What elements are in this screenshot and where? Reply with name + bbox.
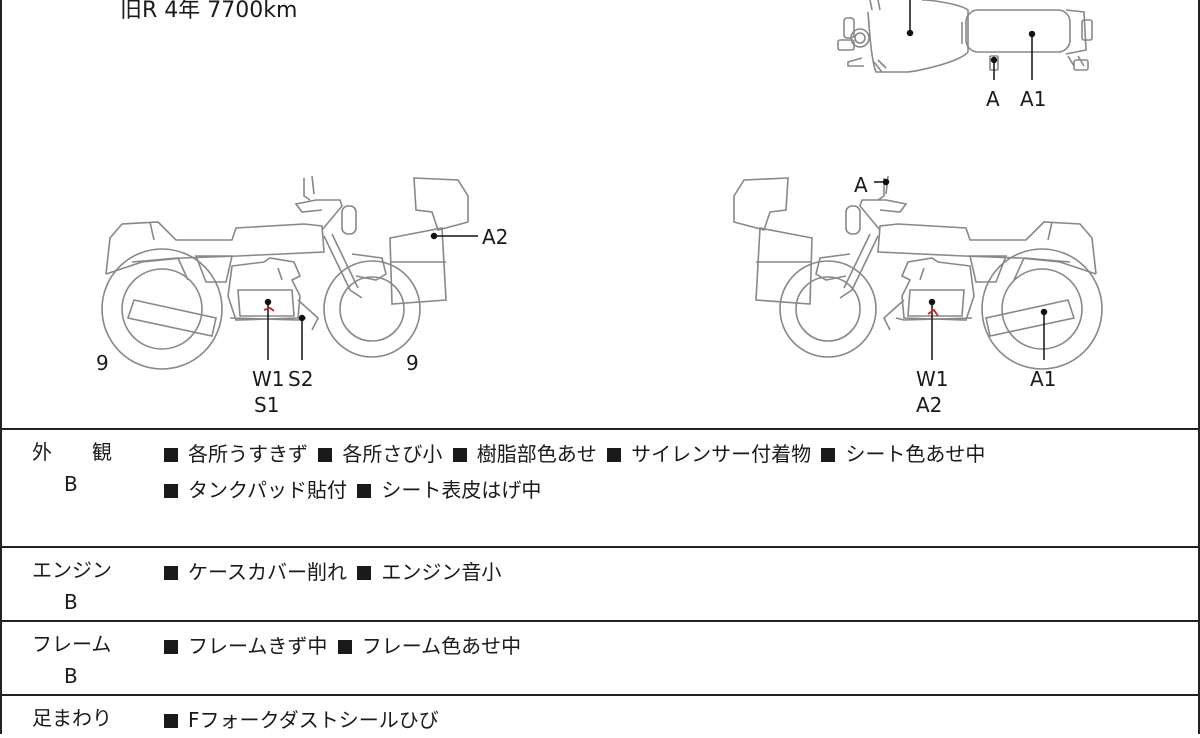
list-item: ケースカバー削れ — [160, 560, 353, 584]
list-item: フレームきず中 — [160, 634, 334, 658]
list-item: 各所さび小 — [314, 442, 448, 466]
section-category: フレーム — [32, 632, 112, 656]
right-side-diagram — [733, 175, 1103, 370]
list-item: フレーム色あせ中 — [334, 634, 521, 658]
bullet-square-icon — [164, 448, 178, 462]
section-items: ケースカバー削れ エンジン音小 — [160, 554, 1180, 590]
section-items: 各所うすきず 各所さび小 樹脂部色あせ サイレンサー付着物 シート色あせ中 タン… — [160, 436, 1180, 508]
damage-diagram-area: 旧R 4年 7700km — [0, 0, 1200, 428]
left-view-label-s2: S2 — [288, 367, 314, 391]
left-view-label-s1: S1 — [254, 393, 280, 417]
section-grade: B — [64, 472, 78, 496]
list-item: Fフォークダストシールひび — [160, 708, 439, 732]
list-item: 樹脂部色あせ — [449, 442, 603, 466]
bullet-square-icon — [318, 448, 333, 462]
right-view-label-a: A — [854, 173, 868, 197]
section-exterior: 外 観 B 各所うすきず 各所さび小 樹脂部色あせ サイレンサー付着物 シート色… — [0, 428, 1200, 546]
section-category: エンジン — [32, 558, 112, 582]
section-grade: B — [64, 590, 78, 614]
section-items: フレームきず中 フレーム色あせ中 — [160, 628, 1180, 664]
left-view-label-a2: A2 — [482, 225, 509, 249]
bullet-square-icon — [164, 484, 178, 498]
bullet-square-icon — [164, 566, 178, 580]
top-view-label-a: A — [986, 87, 1000, 111]
bullet-square-icon — [164, 714, 178, 728]
bullet-square-icon — [357, 484, 372, 498]
right-view-label-a1: A1 — [1030, 367, 1057, 391]
right-view-label-a2: A2 — [916, 393, 943, 417]
section-frame: フレーム B フレームきず中 フレーム色あせ中 — [0, 620, 1200, 694]
left-side-diagram — [101, 175, 469, 370]
section-engine: エンジン B ケースカバー削れ エンジン音小 — [0, 546, 1200, 620]
bullet-square-icon — [164, 640, 178, 654]
left-view-label-w1: W1 — [252, 367, 285, 391]
section-grade: B — [64, 664, 78, 688]
top-view-diagram — [837, 0, 1093, 73]
bullet-square-icon — [821, 448, 836, 462]
top-view-label-a1: A1 — [1020, 87, 1047, 111]
right-view-label-w1: W1 — [916, 367, 949, 391]
list-item: 各所うすきず — [160, 442, 314, 466]
list-item: サイレンサー付着物 — [603, 442, 817, 466]
vehicle-year-mileage: 旧R 4年 7700km — [120, 0, 298, 23]
list-item: エンジン音小 — [353, 560, 501, 584]
list-item: タンクパッド貼付 — [160, 478, 353, 502]
bullet-square-icon — [607, 448, 622, 462]
section-suspension: 足まわり Fフォークダストシールひび — [0, 694, 1200, 734]
left-view-label-front-size: 9 — [96, 351, 109, 375]
left-view-label-rear-size: 9 — [406, 351, 419, 375]
bullet-square-icon — [452, 448, 467, 462]
section-items: Fフォークダストシールひび — [160, 702, 1180, 738]
motorcycle-diagrams — [101, 0, 1103, 370]
list-item: シート表皮はげ中 — [353, 478, 541, 502]
section-category: 足まわり — [32, 706, 112, 730]
bullet-square-icon — [357, 566, 372, 580]
list-item: シート色あせ中 — [817, 442, 985, 466]
bullet-square-icon — [337, 640, 352, 654]
section-category: 外 観 — [32, 440, 112, 464]
